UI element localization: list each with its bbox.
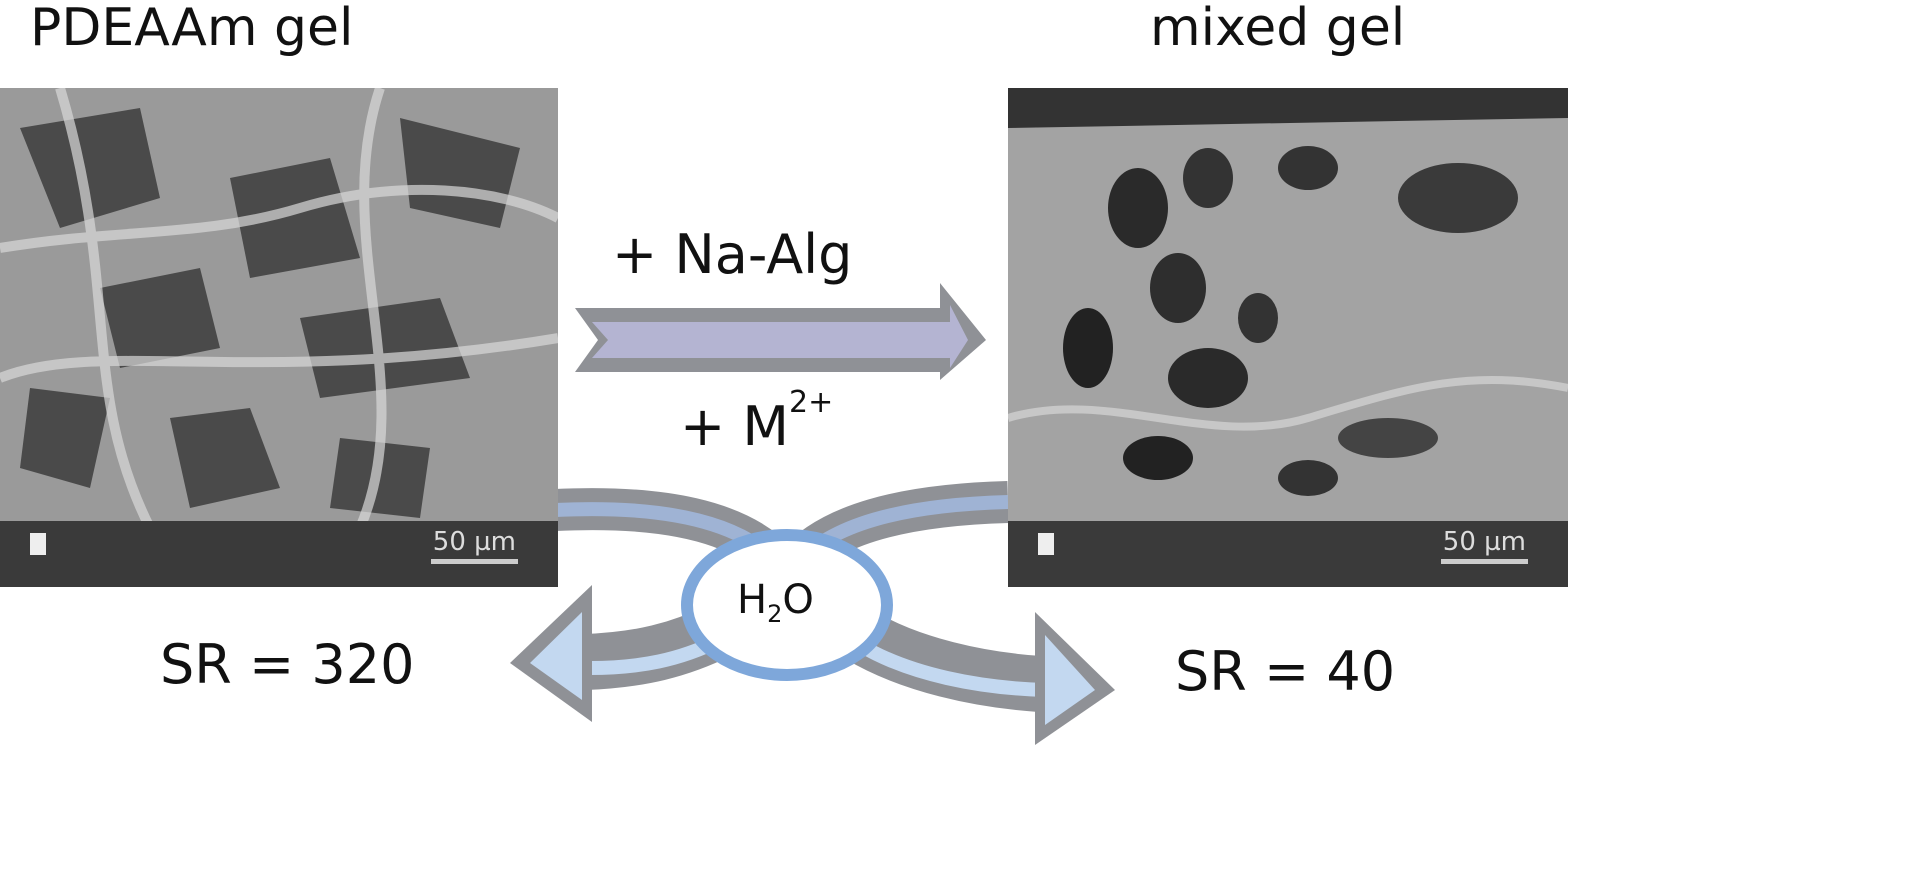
sem-info-bar: 50 µm (1008, 521, 1568, 587)
water-h: H (737, 577, 768, 623)
microscope-logo-icon (1038, 533, 1054, 555)
reagent-na-alg: + Na-Alg (612, 223, 853, 286)
reaction-arrow (575, 283, 986, 380)
water-ring (681, 529, 893, 681)
swelling-ratio-left: SR = 320 (160, 633, 415, 696)
sem-image-pdeaam: 50 µm (0, 88, 558, 587)
sem-info-bar: 50 µm (0, 521, 558, 587)
swelling-ratio-right: SR = 40 (1175, 640, 1396, 703)
reagent-metal-ion: + M2+ (680, 388, 833, 454)
reagent-metal-charge: 2+ (789, 385, 834, 420)
arrow-out-right (845, 610, 1115, 745)
sem-image-mixed: 50 µm (1008, 88, 1568, 587)
right-title: mixed gel (1150, 0, 1406, 58)
left-title: PDEAAm gel (30, 0, 354, 58)
water-label: H2O (737, 580, 814, 626)
microscope-logo-icon (30, 533, 46, 555)
scale-bar: 50 µm (1440, 527, 1528, 564)
water-o: O (782, 577, 814, 623)
reagent-metal-base: + M (680, 395, 790, 458)
scale-bar: 50 µm (430, 527, 518, 564)
water-subscript: 2 (767, 600, 783, 628)
